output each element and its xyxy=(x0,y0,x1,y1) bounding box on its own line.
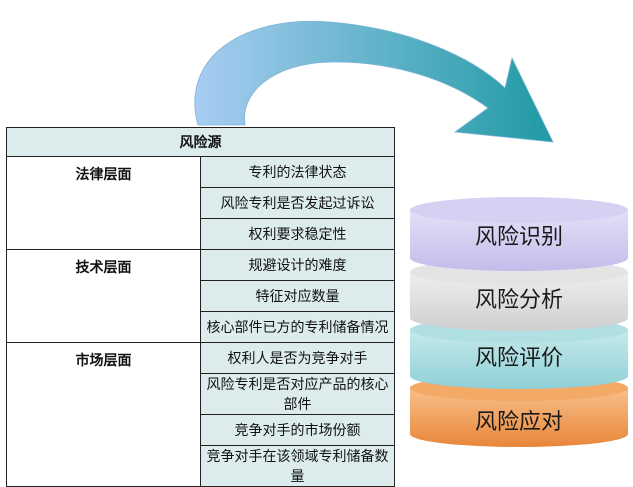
stage-label-analyze: 风险分析 xyxy=(474,288,563,313)
table-row: 核心部件已方的专利储备情况 xyxy=(7,311,395,343)
table-row: 竞争对手在该领域专利储备数量 xyxy=(7,445,395,487)
table-row: 法律层面 专利的法律状态 xyxy=(6,156,395,250)
table-row: 风险专利是否发起过诉讼 xyxy=(7,187,395,219)
table-cell: 核心部件已方的专利储备情况 xyxy=(200,311,395,343)
risk-process-stack xyxy=(410,197,628,447)
table-cell: 风险专利是否发起过诉讼 xyxy=(200,187,395,219)
table-row: 技术层面 规避设计的难度 xyxy=(6,249,395,343)
table-cell: 专利的法律状态 xyxy=(200,156,395,188)
stage-label-evaluate: 风险评价 xyxy=(474,346,563,371)
table-cell: 风险专利是否对应产品的核心部件 xyxy=(200,373,395,415)
table-cell: 权利要求稳定性 xyxy=(200,218,395,250)
table-cell: 权利人是否为竞争对手 xyxy=(200,342,395,374)
table-row: 市场层面 权利人是否为竞争对手 xyxy=(6,342,395,487)
table-row: 权利要求稳定性 xyxy=(7,218,395,250)
table-cell: 竞争对手的市场份额 xyxy=(200,414,395,446)
category-legal: 法律层面 xyxy=(6,156,201,250)
stage-cylinder-identify xyxy=(410,197,628,271)
stage-label-identify: 风险识别 xyxy=(474,225,563,250)
table-row: 风险专利是否对应产品的核心部件 xyxy=(7,373,395,415)
category-technical: 技术层面 xyxy=(6,249,201,343)
curved-arrow xyxy=(194,20,554,143)
risk-source-table: 风险源 法律层面 专利的法律状态 风险专利是否发起过诉讼 权利要求稳定性 技术层… xyxy=(6,127,395,487)
category-market: 市场层面 xyxy=(6,342,201,487)
table-cell: 规避设计的难度 xyxy=(200,249,395,281)
table-cell: 竞争对手在该领域专利储备数量 xyxy=(200,445,395,487)
stage-label-respond: 风险应对 xyxy=(474,410,563,435)
table-row: 竞争对手的市场份额 xyxy=(7,414,395,446)
risk-table-body: 风险源 法律层面 专利的法律状态 风险专利是否发起过诉讼 权利要求稳定性 技术层… xyxy=(6,127,395,487)
curved-arrow-shape xyxy=(194,20,554,143)
